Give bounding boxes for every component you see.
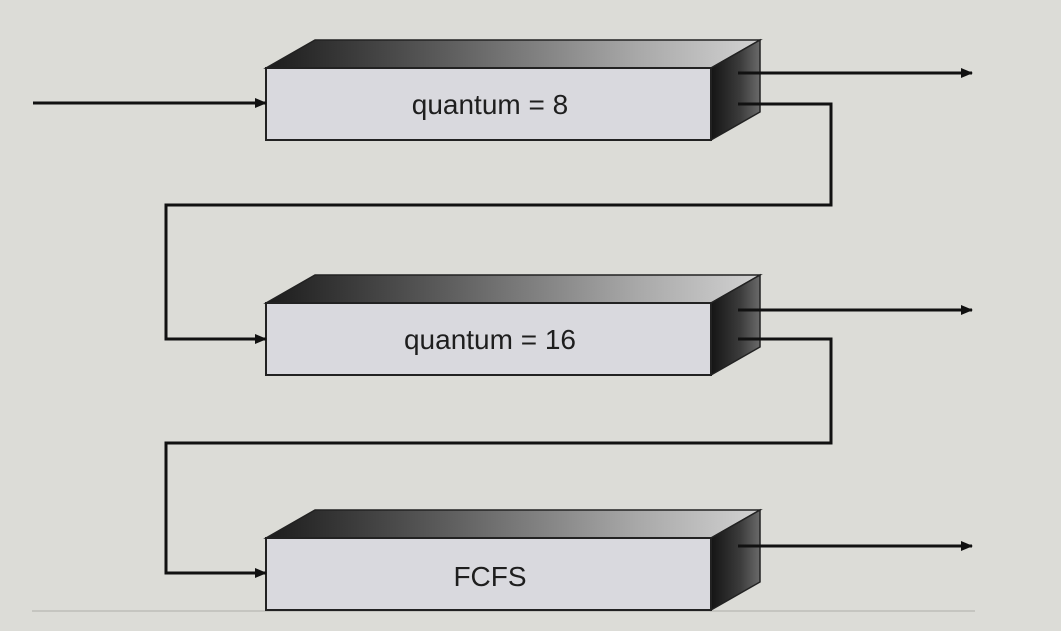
queue-label-1: quantum = 8: [412, 89, 568, 120]
queue-box-3: FCFS: [263, 508, 763, 612]
queue-box-2-top: [263, 274, 763, 304]
queue-label-3: FCFS: [453, 561, 526, 592]
demote-arrow-2-to-3: [164, 337, 833, 578]
queue-label-2: quantum = 16: [404, 324, 576, 355]
queue-box-2: quantum = 16: [263, 273, 763, 377]
queue-box-1-front: [265, 67, 712, 141]
demote-arrow-1-to-2: [164, 102, 833, 344]
queue-box-3-top: [263, 509, 763, 539]
queue-box-1-top: [263, 39, 763, 69]
queue-box-3-front: [265, 537, 712, 611]
queue-box-1: quantum = 8: [263, 38, 763, 142]
